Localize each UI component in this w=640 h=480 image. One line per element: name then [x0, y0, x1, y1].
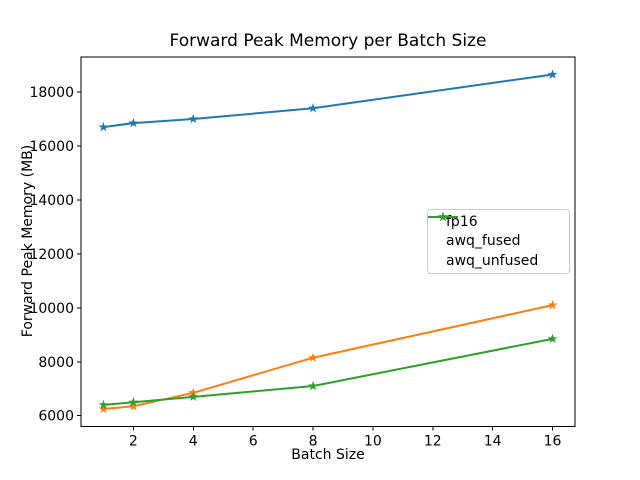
legend-label: fp16: [446, 213, 478, 230]
legend-line-sample-icon: [428, 211, 458, 222]
legend-item-awq-unfused: awq_unfused: [428, 211, 569, 271]
data-point-marker: [547, 69, 558, 79]
y-axis-label: Forward Peak Memory (MB): [20, 144, 36, 338]
data-point-marker: [128, 401, 139, 411]
svg-text:14000: 14000: [29, 193, 74, 209]
series-awq_unfused: [98, 333, 558, 410]
data-point-marker: [128, 397, 139, 407]
x-axis-ticks: 2 4 6 8 10 12 14 16: [129, 426, 562, 450]
svg-text:4: 4: [189, 434, 198, 450]
data-point-marker: [308, 352, 318, 362]
legend: fp16 awq_fused awq_unfused: [427, 209, 570, 274]
data-point-marker: [98, 399, 109, 410]
svg-text:16000: 16000: [29, 139, 74, 155]
series-fp16: [98, 69, 558, 132]
svg-text:10: 10: [364, 434, 382, 450]
data-point-marker: [547, 299, 558, 310]
data-point-marker: [98, 403, 109, 414]
data-point-marker: [188, 391, 199, 402]
svg-text:12: 12: [424, 434, 442, 450]
plot-frame: [80, 56, 576, 427]
data-point-marker: [308, 380, 318, 391]
chart-title: Forward Peak Memory per Batch Size: [169, 31, 487, 51]
x-axis-label: Batch Size: [291, 447, 365, 463]
svg-text:14: 14: [484, 434, 502, 450]
data-point-marker: [308, 103, 318, 113]
data-point-marker: [547, 333, 558, 344]
legend-item-awq-fused: awq_fused: [428, 211, 569, 251]
legend-label: awq_unfused: [446, 253, 539, 270]
svg-text:6: 6: [249, 434, 258, 450]
legend-label: awq_fused: [446, 233, 521, 250]
data-point-marker: [188, 113, 199, 124]
svg-text:18000: 18000: [29, 85, 74, 101]
svg-text:2: 2: [129, 434, 138, 450]
svg-text:16: 16: [544, 434, 562, 450]
data-point-marker: [128, 117, 139, 128]
series-awq_fused: [98, 299, 558, 414]
svg-text:10000: 10000: [29, 301, 74, 317]
svg-text:6000: 6000: [38, 409, 74, 425]
data-point-marker: [98, 121, 109, 132]
svg-text:8: 8: [309, 434, 318, 450]
svg-text:12000: 12000: [29, 247, 74, 263]
y-axis-ticks: 6000 8000 10000 12000 14000 16000 18000: [29, 85, 81, 425]
svg-text:8000: 8000: [38, 355, 74, 371]
